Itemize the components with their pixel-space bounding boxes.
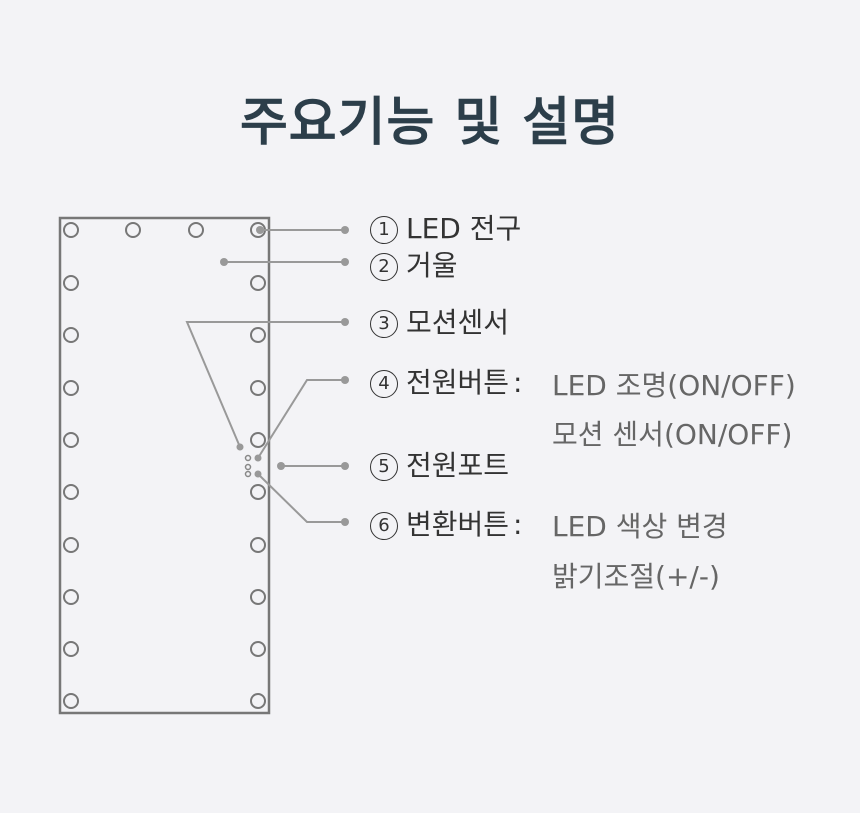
power-port-dot — [244, 463, 252, 471]
led-bulb-icon — [63, 589, 79, 605]
leader-dot-3b — [341, 318, 349, 326]
feature-text-5: 전원포트 — [406, 449, 510, 482]
feature-label-1: 1 LED 전구 — [370, 212, 521, 246]
leader-dot-4b — [341, 376, 349, 384]
leader-dot-5a — [277, 462, 285, 470]
led-bulb-icon — [63, 327, 79, 343]
feature-number-4: 4 — [370, 370, 398, 398]
feature-label-5: 5 전원포트 — [370, 449, 509, 483]
leader-dot-6a — [254, 470, 262, 478]
led-bulb-icon — [250, 589, 266, 605]
feature-desc-4b: 모션 센서(ON/OFF) — [552, 418, 793, 451]
led-bulb-icon — [63, 641, 79, 657]
leader-lines — [185, 229, 345, 523]
feature-desc-6a: LED 색상 변경 — [552, 510, 728, 543]
led-bulb-icon — [250, 327, 266, 343]
feature-text-1: LED 전구 — [406, 212, 522, 245]
feature-text-3: 모션센서 — [406, 306, 510, 339]
power-button-dot — [244, 454, 252, 462]
led-bulbs — [63, 222, 266, 709]
feature-label-6: 6 변환버튼: — [370, 508, 522, 542]
led-bulb-icon — [125, 222, 141, 238]
leader-dot-5b — [341, 462, 349, 470]
mode-button-dot — [244, 470, 252, 478]
led-bulb-icon — [63, 432, 79, 448]
led-bulb-icon — [250, 432, 266, 448]
led-bulb-icon — [63, 537, 79, 553]
leader-dot-1b — [341, 226, 349, 234]
leader-dot-4a — [254, 454, 262, 462]
led-bulb-icon — [250, 275, 266, 291]
leader-6 — [257, 473, 345, 523]
colon-6: : — [513, 508, 523, 541]
feature-desc-4a: LED 조명(ON/OFF) — [552, 369, 796, 402]
feature-number-2: 2 — [370, 253, 398, 281]
leader-dot-3a — [236, 443, 244, 451]
led-bulb-icon — [250, 380, 266, 396]
led-bulb-icon — [250, 693, 266, 709]
led-bulb-icon — [63, 275, 79, 291]
page-title: 주요기능 및 설명 — [239, 93, 621, 153]
led-bulb-icon — [250, 484, 266, 500]
leader-dot-2b — [341, 258, 349, 266]
feature-label-2: 2 거울 — [370, 249, 458, 283]
led-bulb-icon — [63, 693, 79, 709]
feature-number-6: 6 — [370, 512, 398, 540]
leader-4 — [257, 379, 345, 459]
led-bulb-icon — [250, 537, 266, 553]
led-bulb-icon — [250, 641, 266, 657]
leader-3 — [185, 321, 345, 448]
feature-text-6: 변환버튼 — [406, 508, 510, 541]
led-bulb-icon — [63, 484, 79, 500]
feature-text-2: 거울 — [406, 249, 458, 282]
feature-number-1: 1 — [370, 216, 398, 244]
led-bulb-icon — [63, 222, 79, 238]
feature-number-5: 5 — [370, 453, 398, 481]
feature-text-4: 전원버튼 — [406, 366, 510, 399]
mirror-frame — [58, 216, 271, 715]
led-bulb-icon — [63, 380, 79, 396]
feature-label-4: 4 전원버튼: — [370, 366, 522, 400]
colon-4: : — [513, 366, 523, 399]
leader-dots — [220, 226, 349, 526]
leader-dot-6b — [341, 518, 349, 526]
led-bulb-icon — [188, 222, 204, 238]
feature-label-3: 3 모션센서 — [370, 306, 509, 340]
leader-dot-1a — [256, 226, 264, 234]
leader-dot-2a — [220, 258, 228, 266]
feature-number-3: 3 — [370, 310, 398, 338]
feature-desc-6b: 밝기조절(+/-) — [552, 560, 720, 593]
